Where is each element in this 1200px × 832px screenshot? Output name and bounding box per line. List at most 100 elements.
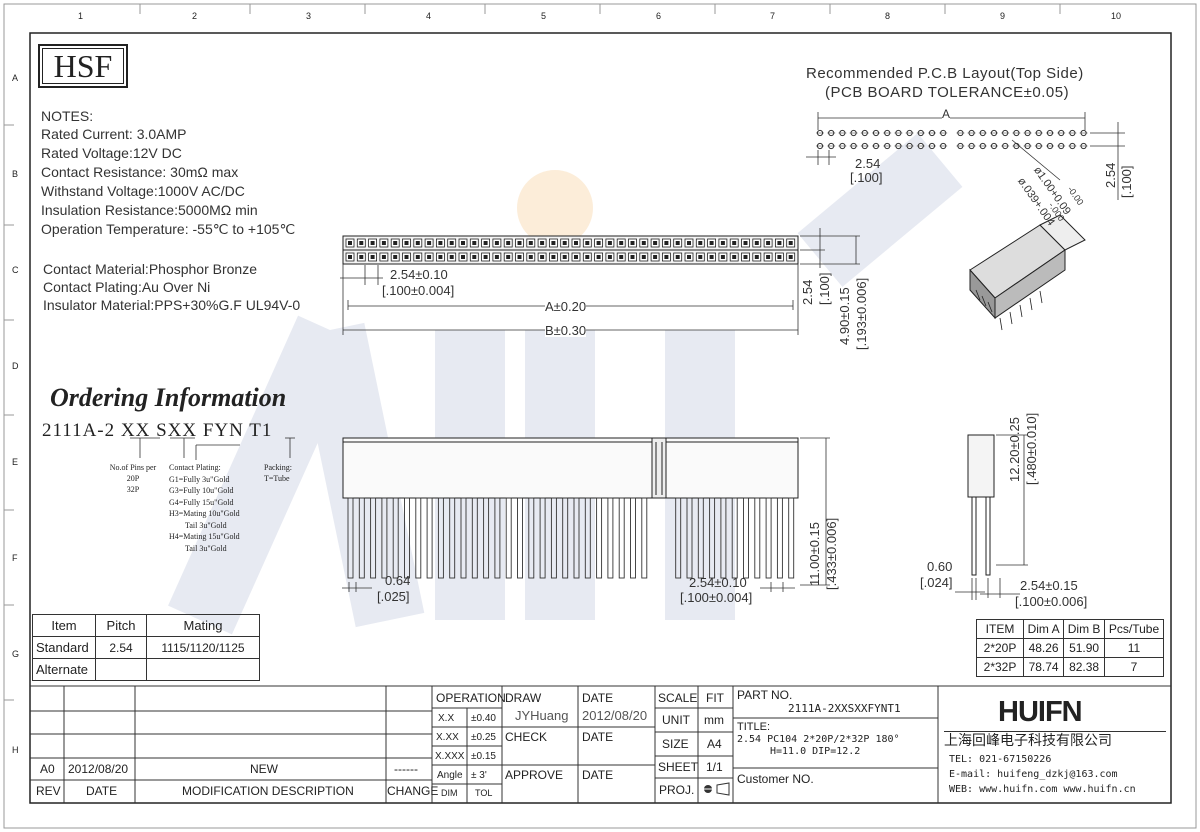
pin	[460, 497, 467, 579]
top-dim-b: B±0.30	[545, 323, 587, 338]
pin	[697, 497, 704, 579]
contact-hole	[461, 255, 465, 259]
col-number: 7	[770, 11, 776, 21]
pin	[370, 497, 377, 579]
contact-hole	[381, 255, 386, 259]
table-header: Dim A	[1022, 619, 1065, 639]
pcb-pitch: 2.54	[855, 156, 881, 171]
contact-hole	[438, 255, 443, 259]
rev-desc-header: MODIFICATION DESCRIPTION	[182, 784, 354, 798]
contact-hole	[607, 255, 612, 259]
pin	[573, 497, 580, 579]
row-letter: D	[12, 361, 19, 371]
pin	[381, 497, 388, 579]
contact-hole	[540, 241, 545, 245]
contact-hole	[664, 255, 669, 259]
table-cell: 7	[1104, 657, 1164, 677]
ordering-part-code: 2111A-2 XX SXX FYN T1	[42, 420, 273, 441]
table-cell: Standard	[32, 636, 96, 659]
top-pitch: 2.54±0.10	[390, 267, 448, 282]
contact-hole	[630, 241, 635, 245]
contact-hole	[619, 255, 624, 259]
rev-header: REV	[36, 784, 61, 798]
pin	[415, 497, 422, 579]
contact-hole	[393, 255, 398, 259]
contact-hole	[528, 255, 533, 259]
contact-hole	[562, 255, 567, 259]
pcb-tolerance: (PCB BOARD TOLERANCE±0.05)	[825, 84, 1070, 101]
company-web: WEB: www.huifn.com www.huifn.cn	[949, 784, 1136, 795]
contact-hole	[596, 241, 601, 245]
pin	[743, 497, 749, 579]
rev-date-value: 2012/08/20	[68, 762, 129, 776]
pin	[618, 497, 625, 579]
proj-label: PROJ.	[659, 783, 695, 797]
pin	[539, 497, 546, 579]
contact-hole	[743, 255, 748, 259]
contact-hole	[607, 241, 612, 245]
plating-label: Contact Plating: G1=Fully 3u"Gold G3=Ful…	[169, 463, 240, 553]
material-line: Contact Material:Phosphor Bronze	[43, 261, 257, 277]
contact-hole	[427, 241, 432, 245]
pin	[607, 497, 614, 579]
scale-value: FIT	[706, 691, 724, 705]
contact-hole	[675, 241, 680, 245]
contact-hole	[483, 241, 488, 245]
pin	[358, 497, 365, 579]
contact-hole	[720, 255, 725, 259]
col-number: 2	[192, 11, 198, 21]
row-letter: G	[12, 649, 20, 659]
pcb-dim-a: A	[942, 107, 951, 121]
contact-hole	[438, 241, 443, 245]
draw-label: DRAW	[505, 691, 542, 705]
pin	[630, 497, 636, 579]
tol-dim: X.XXX	[435, 751, 465, 762]
tol-value: ±0.25	[471, 732, 496, 743]
material-line: Contact Plating:Au Over Ni	[43, 279, 211, 295]
contact-hole	[630, 255, 635, 259]
check-label: CHECK	[505, 730, 548, 744]
pin	[449, 497, 456, 579]
pin	[731, 497, 738, 579]
contact-hole	[449, 241, 454, 245]
mating-table: Item Pitch Mating Standard 2.54 1115/112…	[32, 614, 260, 681]
contact-hole	[472, 241, 477, 245]
contact-hole	[461, 241, 465, 245]
pin	[483, 497, 490, 579]
pin	[596, 497, 603, 579]
table-header: Item	[32, 614, 96, 637]
approve-date-label: DATE	[582, 768, 614, 782]
pin	[471, 497, 478, 579]
contact-hole	[381, 241, 386, 245]
contact-hole	[766, 255, 771, 259]
pcb-pitch-in: [.100]	[850, 170, 883, 185]
pin	[550, 497, 557, 579]
title-line-2: H=11.0 DIP=12.2	[770, 746, 861, 757]
company-email: E-mail: huifeng_dzkj@163.com	[949, 769, 1118, 780]
tol-dim: Angle	[437, 770, 463, 781]
contact-hole	[494, 241, 499, 245]
side-pitch: 2.54±0.15	[1020, 578, 1078, 593]
contact-hole	[641, 241, 646, 245]
table-row: 2*32P 78.74 82.38 7	[976, 657, 1164, 677]
contact-hole	[664, 241, 669, 245]
table-cell: 82.38	[1063, 657, 1106, 677]
draw-date: 2012/08/20	[582, 708, 648, 723]
contact-hole	[709, 241, 714, 245]
contact-hole	[732, 255, 737, 259]
table-cell: 51.90	[1063, 638, 1106, 658]
contact-hole	[641, 255, 646, 259]
unit-value: mm	[704, 713, 724, 727]
row-letter: C	[12, 265, 19, 275]
tol-footer: TOL	[475, 788, 493, 798]
contact-hole	[494, 255, 499, 259]
contact-hole	[551, 255, 556, 259]
pin	[494, 497, 501, 579]
sheet-label: SHEET	[658, 760, 699, 774]
front-pitch-in: [.100±0.004]	[680, 590, 753, 605]
table-cell: 48.26	[1022, 638, 1065, 658]
company-divider	[944, 731, 1166, 732]
pins-label: No.of Pins per 20P 32P	[109, 463, 157, 494]
